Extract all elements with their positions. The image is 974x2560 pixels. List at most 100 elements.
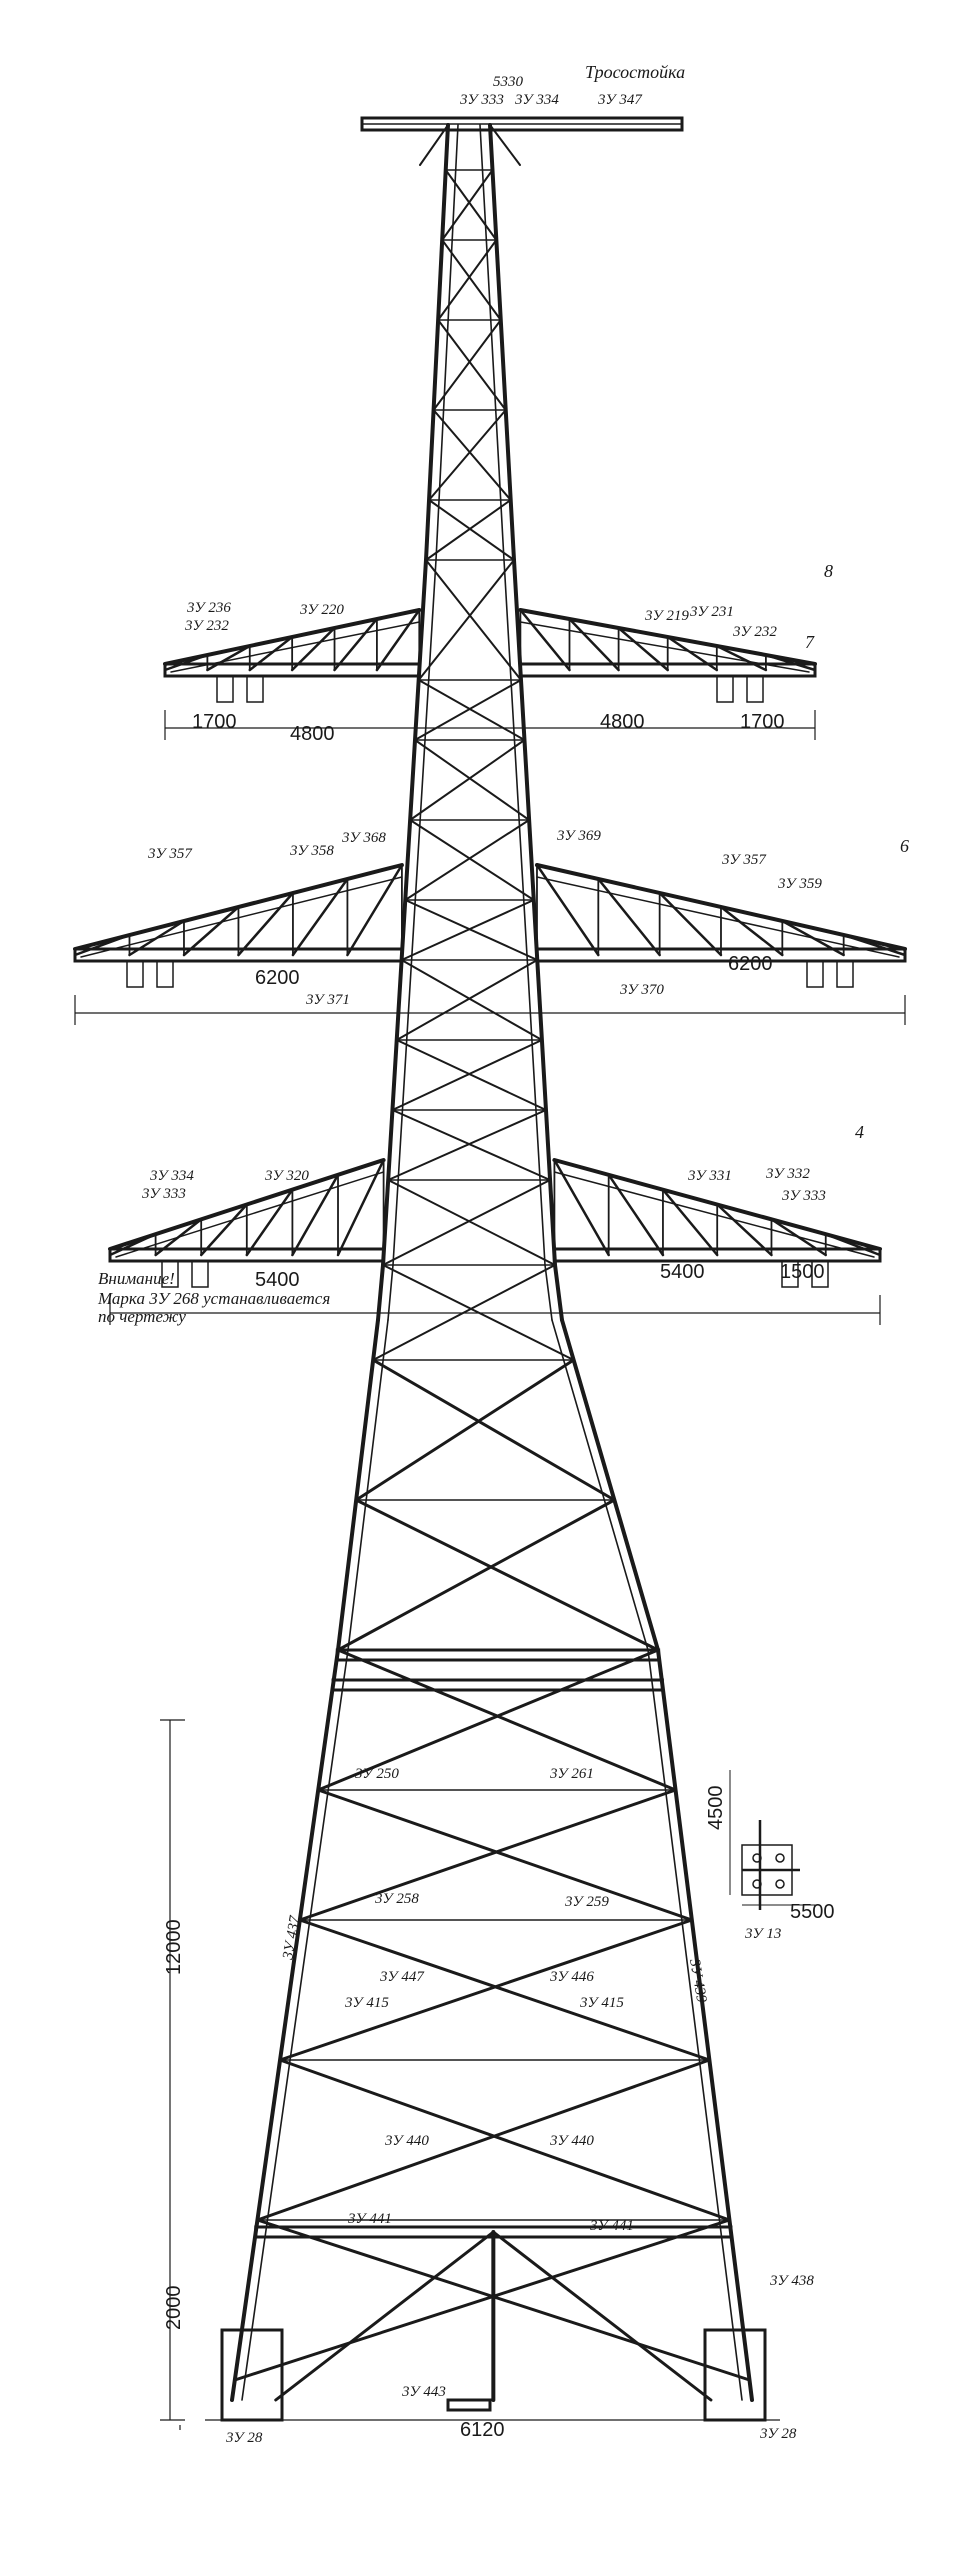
shaft-brace-diag bbox=[432, 319, 502, 411]
foot-left-label: 3У 28 bbox=[225, 2430, 263, 2446]
lower-mark-left-4: 3У 415 bbox=[344, 1995, 389, 2011]
detail-bolt bbox=[775, 1879, 785, 1889]
upper-insulator-plate bbox=[746, 675, 764, 703]
upper-arm-lattice-left bbox=[333, 617, 379, 672]
shaft-brace-diag bbox=[278, 1918, 694, 2062]
shaft-brace-diag bbox=[441, 169, 494, 241]
upper-arm-lattice-right bbox=[764, 653, 817, 672]
upper-arm-lattice-right bbox=[617, 626, 669, 672]
lower-k-brace-right bbox=[491, 2230, 713, 2402]
middle-arm-right-mark-1: 3У 369 bbox=[556, 828, 601, 844]
middle-arm-below-right: 3У 370 bbox=[619, 982, 664, 998]
lower-arm-lattice-right bbox=[661, 1188, 719, 1257]
shaft-brace-diag bbox=[387, 1179, 556, 1266]
upper-arm-lattice-right bbox=[519, 608, 571, 672]
lower-mark-left-6: 3У 441 bbox=[347, 2211, 392, 2227]
shaft-brace-diag bbox=[316, 1648, 660, 1792]
upper-arm-right-mark-1: 3У 219 bbox=[644, 608, 689, 624]
shaft-brace-diag bbox=[336, 1648, 678, 1792]
shaft-brace-diag bbox=[298, 1788, 678, 1922]
upper-arm-lattice-left bbox=[290, 626, 336, 672]
tower-leg-right bbox=[488, 123, 516, 562]
middle-arm-top-chord-right-inner bbox=[536, 876, 900, 958]
tower-leg-left-inner bbox=[387, 1264, 394, 1321]
upper-arm-lattice-left bbox=[248, 635, 294, 672]
lower-arm-right-mark-2: 3У 332 bbox=[765, 1166, 810, 1182]
lower-insulator-plate bbox=[811, 1260, 829, 1288]
middle-arm-left-mark-3: 3У 368 bbox=[341, 830, 386, 846]
lower-mark-right-2: 3У 259 bbox=[564, 1894, 609, 1910]
height-dim-label: 12000 bbox=[163, 1919, 185, 1975]
tower-leg-left bbox=[336, 1318, 380, 1652]
lower-mark-left-7: 3У 443 bbox=[401, 2384, 446, 2400]
tower-leg-right-inner bbox=[551, 1319, 649, 1651]
lower-mark-right-7: 3У 438 bbox=[769, 2273, 814, 2289]
detail-mark: 3У 13 bbox=[744, 1926, 781, 1942]
upper-arm-lattice-left bbox=[163, 653, 209, 672]
upper-arm-lattice-right bbox=[568, 617, 620, 672]
detail-bolt bbox=[752, 1853, 762, 1863]
middle-insulator-plate bbox=[126, 960, 144, 988]
lower-arm-right-mark-1: 3У 331 bbox=[687, 1168, 732, 1184]
middle-arm-lattice-right bbox=[597, 877, 661, 957]
shaft-brace-diag bbox=[404, 899, 539, 961]
top-mark-b: 3У 334 bbox=[514, 92, 559, 108]
lower-mark-left-2: 3У 258 bbox=[374, 1891, 419, 1907]
shaft-brace-diag bbox=[336, 1498, 616, 1652]
shaft-brace-diag bbox=[417, 679, 526, 741]
upper-arm-left-mark-3: 3У 220 bbox=[299, 602, 344, 618]
middle-arm-right-mark-2: 3У 357 bbox=[721, 852, 767, 868]
shaft-brace-diag bbox=[437, 319, 507, 411]
lower-arm-left-mark-3: 3У 320 bbox=[264, 1168, 309, 1184]
middle-arm-top-chord-left-inner bbox=[80, 876, 403, 958]
shaft-brace-diag bbox=[414, 679, 522, 741]
middle-arm-right-dim: 6200 bbox=[728, 953, 773, 975]
lower-arm-left-dim: 5400 bbox=[255, 1269, 300, 1291]
lower-arm-left-mark-1: 3У 334 bbox=[149, 1168, 194, 1184]
upper-arm-right-mark-3: 3У 232 bbox=[732, 624, 777, 640]
lower-mark-right-4: 3У 415 bbox=[579, 1995, 624, 2011]
upper-section-label: 8 bbox=[824, 561, 833, 581]
upper-arm-lattice-right bbox=[666, 635, 719, 672]
upper-section-side-label: 7 bbox=[805, 632, 815, 652]
tower-leg-right-inner bbox=[503, 559, 546, 1266]
upper-arm-lattice-left bbox=[375, 608, 421, 672]
upper-arm-left-mark-1: 3У 236 bbox=[186, 600, 231, 616]
upper-arm-right-dim-inner: 4800 bbox=[600, 711, 645, 733]
shaft-brace-diag bbox=[414, 739, 531, 821]
tower-leg-left-inner bbox=[347, 1319, 389, 1651]
middle-arm-left-dim: 6200 bbox=[255, 967, 300, 989]
upper-arm-lattice-right bbox=[715, 644, 768, 672]
middle-arm-below-left: 3У 371 bbox=[305, 992, 350, 1008]
lower-arm-lattice-right bbox=[607, 1173, 665, 1257]
middle-arm-lattice-left bbox=[182, 905, 240, 957]
shaft-brace-diag bbox=[391, 1109, 552, 1181]
middle-section-label: 6 bbox=[900, 836, 909, 856]
upper-arm-left-dim-outer: 1700 bbox=[192, 711, 237, 733]
tower-leg-left bbox=[424, 123, 450, 562]
lower-arm-right-outer-dim: 1500 bbox=[780, 1261, 825, 1283]
detail-bolt bbox=[752, 1879, 762, 1889]
shaft-brace-diag bbox=[382, 1179, 552, 1266]
lower-arm-right-dim: 5400 bbox=[660, 1261, 705, 1283]
tower-leg-right-inner bbox=[544, 1264, 553, 1321]
tower-leg-left-inner bbox=[241, 1649, 349, 2401]
middle-insulator-plate bbox=[836, 960, 854, 988]
lower-mark-right-6: 3У 441 bbox=[589, 2218, 634, 2234]
lower-arm-lattice-right bbox=[824, 1232, 882, 1257]
detail-bolt bbox=[775, 1853, 785, 1863]
shaft-brace-diag bbox=[233, 2218, 731, 2382]
top-mark-a: 3У 333 bbox=[459, 92, 504, 108]
shaft-brace-diag bbox=[425, 559, 522, 681]
top-strut-right bbox=[489, 124, 521, 166]
shaft-brace-diag bbox=[444, 169, 498, 241]
lower-mark-right-3: 3У 446 bbox=[549, 1969, 594, 1985]
detail-dim-v: 4500 bbox=[705, 1786, 727, 1831]
lower-arm-lattice-right bbox=[715, 1203, 773, 1257]
middle-arm-lattice-right bbox=[535, 863, 600, 957]
lower-mark-left-5: 3У 440 bbox=[384, 2133, 429, 2149]
note-line-3: по чертежу bbox=[98, 1307, 186, 1326]
shaft-brace-diag bbox=[400, 959, 543, 1041]
shaft-brace-diag bbox=[409, 819, 535, 901]
upper-insulator-plate bbox=[246, 675, 264, 703]
